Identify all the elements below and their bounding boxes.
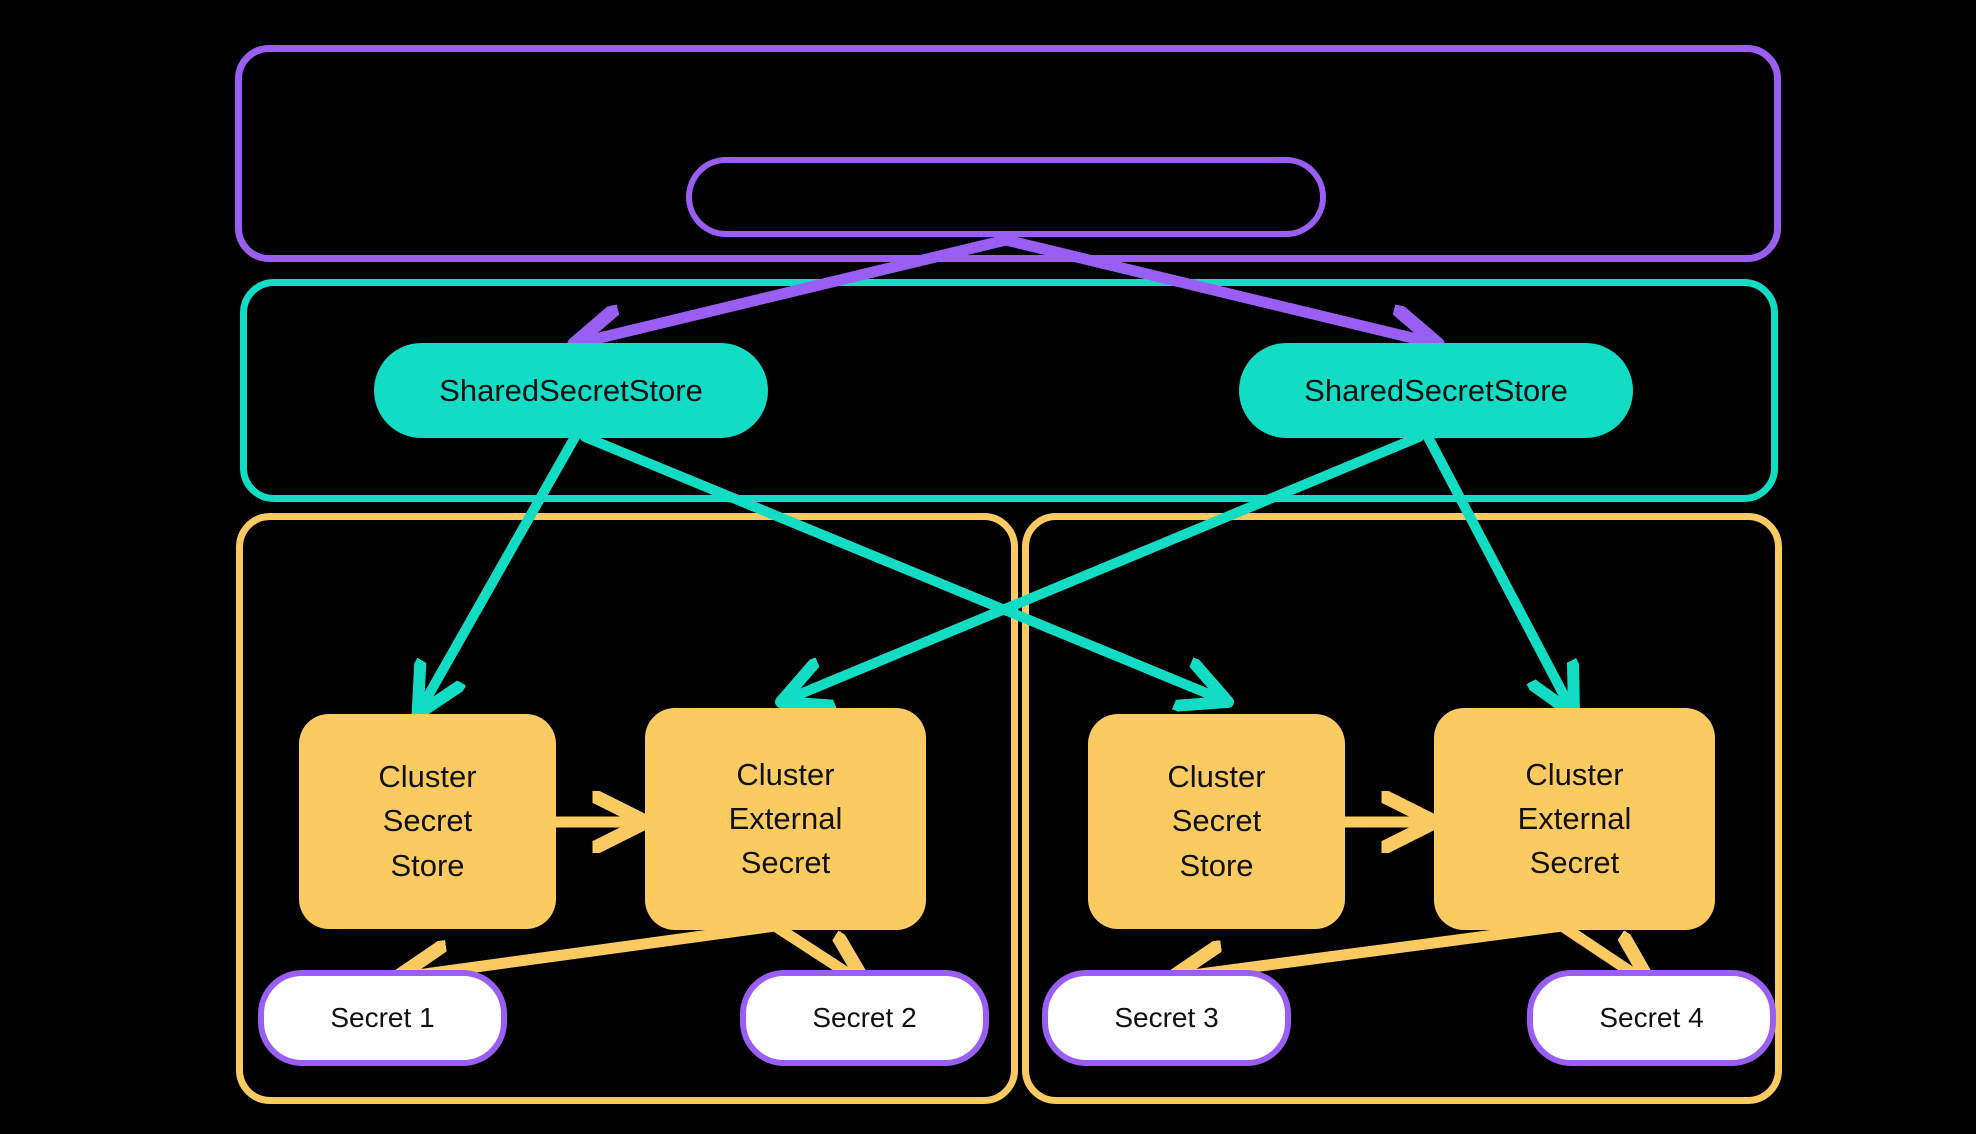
node-secret-3-label: Secret 3 bbox=[1114, 1002, 1219, 1033]
node-cluster-secret-store-right[interactable]: Cluster Secret Store bbox=[1088, 714, 1345, 929]
node-shared-secret-store-left-label: SharedSecretStore bbox=[439, 372, 703, 408]
node-shared-secret-store-right-label: SharedSecretStore bbox=[1304, 372, 1568, 408]
node-secret-3[interactable]: Secret 3 bbox=[1042, 970, 1291, 1066]
node-secret-4[interactable]: Secret 4 bbox=[1527, 970, 1776, 1066]
node-cluster-secret-store-left-label: Cluster Secret Store bbox=[378, 759, 477, 883]
node-secret-1[interactable]: Secret 1 bbox=[258, 970, 507, 1066]
node-secret-2[interactable]: Secret 2 bbox=[740, 970, 989, 1066]
node-cluster-secret-store-left[interactable]: Cluster Secret Store bbox=[299, 714, 556, 929]
node-cluster-external-secret-right-label: Cluster External Secret bbox=[1517, 756, 1632, 880]
node-cluster-secret-store-right-label: Cluster Secret Store bbox=[1167, 759, 1266, 883]
node-secret-backend[interactable] bbox=[686, 157, 1326, 237]
node-secret-2-label: Secret 2 bbox=[812, 1002, 917, 1033]
node-shared-secret-store-right[interactable]: SharedSecretStore bbox=[1239, 343, 1633, 438]
node-secret-1-label: Secret 1 bbox=[330, 1002, 435, 1033]
node-cluster-external-secret-left-label: Cluster External Secret bbox=[728, 756, 843, 880]
node-cluster-external-secret-right[interactable]: Cluster External Secret bbox=[1434, 708, 1715, 930]
node-secret-4-label: Secret 4 bbox=[1599, 1002, 1704, 1033]
node-cluster-external-secret-left[interactable]: Cluster External Secret bbox=[645, 708, 926, 930]
node-shared-secret-store-left[interactable]: SharedSecretStore bbox=[374, 343, 768, 438]
